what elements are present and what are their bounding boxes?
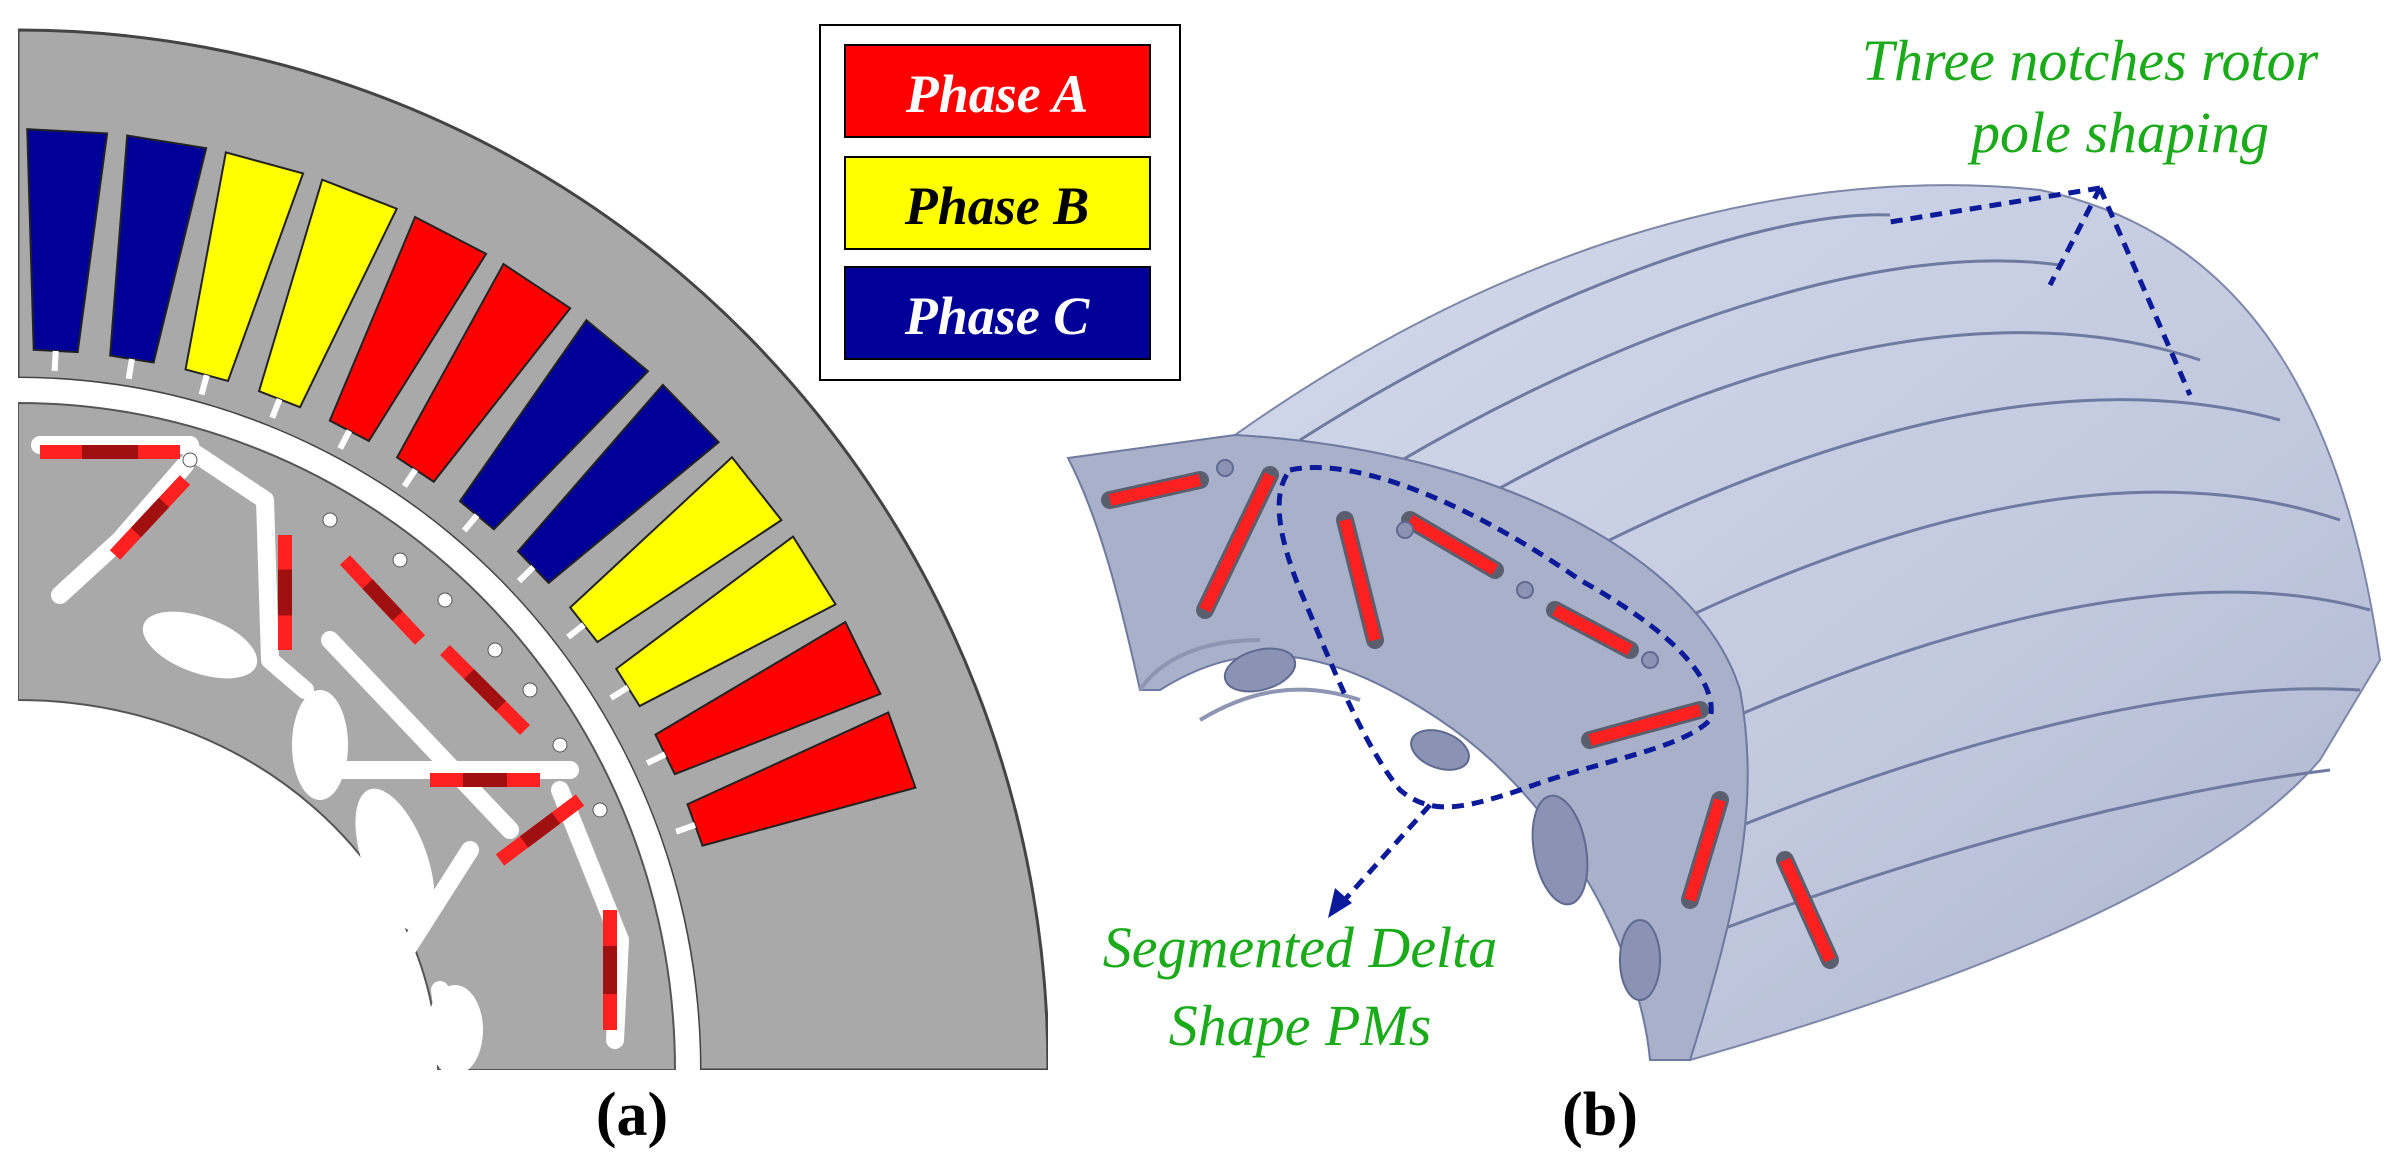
legend-swatch-phase-c xyxy=(844,266,1151,360)
pm-leader-arrowhead xyxy=(1328,888,1352,918)
face-cavity xyxy=(1531,794,1589,906)
magnet-segment xyxy=(130,497,170,538)
face-cavity xyxy=(1223,647,1297,693)
rotor-hole xyxy=(292,690,348,800)
slot-opening xyxy=(609,684,630,701)
rotor-surface-notches xyxy=(1299,213,2371,932)
permanent-magnet-3d xyxy=(1108,474,1202,506)
panel-b-caption: (b) xyxy=(1562,1081,1638,1149)
face-edge xyxy=(1138,638,1261,692)
legend-swatch-phase-b xyxy=(844,156,1151,250)
rivet-hole xyxy=(322,512,338,528)
permanent-magnet-3d xyxy=(1779,857,1836,963)
permanent-magnet-3d xyxy=(1552,604,1633,656)
slot-opening xyxy=(675,822,697,835)
pm-annotation-line2: Shape PMs xyxy=(1169,993,1432,1058)
permanent-magnet-3d xyxy=(1588,704,1702,746)
stator-slot-coil xyxy=(395,262,572,484)
pm-annotation-line1: Segmented Delta xyxy=(1103,915,1498,980)
permanent-magnet-3d xyxy=(1406,514,1499,576)
face-cavity xyxy=(1410,729,1470,771)
slot-opening xyxy=(566,622,586,640)
notches-leader-3 xyxy=(2097,187,2193,396)
rivet-hole xyxy=(392,552,408,568)
legend-item-phase-c: Phase C xyxy=(844,266,1151,360)
slot-opening xyxy=(125,358,135,380)
legend-swatch-phase-a xyxy=(844,44,1151,138)
legend-item-phase-a: Phase A xyxy=(844,44,1151,138)
rivet-hole-3d xyxy=(1396,521,1414,539)
pm-leader-arrow-line xyxy=(1338,803,1432,907)
slot-opening xyxy=(51,350,59,372)
slot-opening xyxy=(198,374,210,396)
panel-a-caption: (a) xyxy=(596,1081,668,1149)
notches-annotation-line1: Three notches rotor xyxy=(1862,28,2319,93)
rivet-hole-3d xyxy=(1216,459,1234,477)
slot-opening xyxy=(516,564,536,584)
face-edge xyxy=(1198,687,1361,722)
magnet-segment xyxy=(362,579,403,621)
rivet-hole xyxy=(592,802,608,818)
notches-leader-2 xyxy=(2047,186,2103,287)
rivet-hole xyxy=(522,682,538,698)
slot-opening xyxy=(645,751,667,766)
phase-legend: Phase A Phase B Phase C xyxy=(819,24,1181,381)
rotor-cavities-and-magnets xyxy=(31,436,629,1070)
pm-highlight-region xyxy=(1276,465,1714,810)
permanent-magnet-3d xyxy=(1339,518,1381,642)
stator-slot-coil xyxy=(109,134,208,364)
flux-barrier xyxy=(181,441,314,699)
magnet-segment xyxy=(519,812,561,848)
legend-label-phase-a: Phase A xyxy=(905,64,1089,124)
slot-opening xyxy=(337,429,353,450)
magnet-segment xyxy=(464,669,506,711)
rivet-hole xyxy=(487,642,503,658)
stator-slot-coil xyxy=(328,215,488,443)
face-cavity xyxy=(1619,919,1661,1001)
stator-slot-coil xyxy=(654,620,882,776)
stator-slot-coil xyxy=(516,383,721,585)
stator-slot-coil xyxy=(568,455,783,644)
permanent-magnet-3d xyxy=(1199,472,1276,613)
legend-label-phase-b: Phase B xyxy=(904,176,1090,236)
panel-b-rotor-3d: Three notches rotor pole shaping Segment… xyxy=(1066,28,2382,1062)
notches-leader-1 xyxy=(1889,185,2101,225)
rotor-hole xyxy=(427,985,483,1070)
notches-annotation-line2: pole shaping xyxy=(1967,100,2269,165)
slot-opening xyxy=(461,513,480,533)
stator-slot-coil xyxy=(458,318,650,531)
stator-slot-coil xyxy=(26,128,109,354)
stator-slots xyxy=(26,128,917,847)
slot-opening xyxy=(401,467,418,488)
stator-slot-coil xyxy=(614,535,837,708)
stator-slot-coil xyxy=(257,178,399,409)
notches-callout xyxy=(1889,185,2193,396)
rotor-face-cavities-and-magnets xyxy=(1101,459,1839,1001)
flux-barrier xyxy=(391,841,479,969)
rivet-hole-3d xyxy=(1516,581,1534,599)
rivet-hole xyxy=(552,737,568,753)
legend-label-phase-c: Phase C xyxy=(904,286,1091,346)
rotor-hole xyxy=(355,788,435,932)
slot-opening xyxy=(269,398,283,419)
flux-barrier xyxy=(321,631,519,839)
stator-slot-coil xyxy=(686,711,917,847)
rivet-hole xyxy=(182,452,198,468)
rivet-hole-3d xyxy=(1641,651,1659,669)
stator-slot-coil xyxy=(184,151,305,383)
rotor-hole xyxy=(142,611,258,679)
panel-a-cross-section xyxy=(18,28,1048,1070)
legend-item-phase-b: Phase B xyxy=(844,156,1151,250)
rivet-hole xyxy=(437,592,453,608)
permanent-magnet-3d xyxy=(1684,798,1726,902)
